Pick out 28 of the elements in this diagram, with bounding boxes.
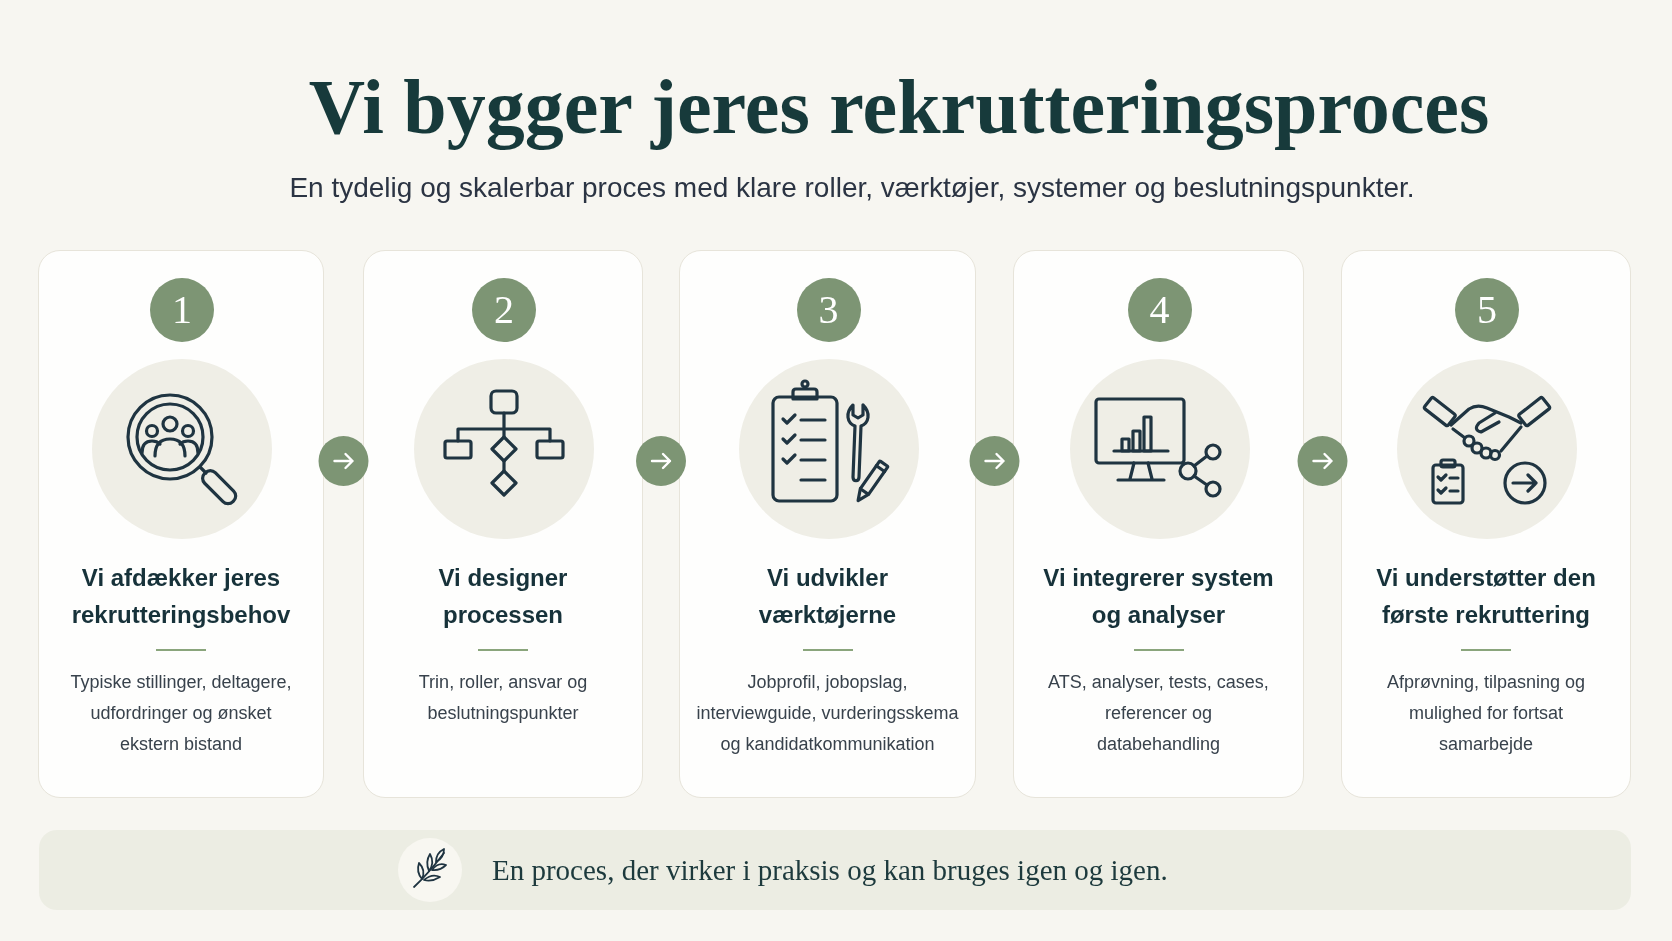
- subtitle: En tydelig og skalerbar proces med klare roller, værktøjer, systemer og beslutningspunkter.: [289, 171, 1415, 205]
- step-description: Trin, roller, ansvar og beslutningspunkter: [418, 671, 588, 725]
- step-description: Typiske stillinger, deltagere, udfordringer og ønsket ekstern bistand: [69, 671, 293, 756]
- arrow: [318, 436, 369, 486]
- step-description: Jobprofil, jobopslag, interviewguide, vurderingsskema og kandidatkommunikation: [695, 671, 960, 756]
- step-number: 4: [1127, 278, 1192, 342]
- step-heading: Vi afdækker jeres rekrutteringsbehov: [71, 563, 291, 630]
- step-heading: Vi designer processen: [438, 563, 568, 630]
- step-number: 1: [150, 278, 214, 342]
- process-card: [38, 250, 324, 798]
- banner-text: En proces, der virker i praksis og kan bruges igen og igen.: [492, 853, 1168, 888]
- process-card: [1013, 250, 1304, 798]
- step-heading: Vi understøtter den første rekruttering: [1375, 563, 1597, 630]
- arrow: [969, 436, 1020, 486]
- title: Vi bygger jeres rekrutteringsproces: [308, 63, 1490, 151]
- arrow: [636, 436, 686, 486]
- arrow: [1297, 436, 1348, 486]
- summary-banner: [39, 830, 1631, 910]
- process-card: [1341, 250, 1631, 798]
- step-heading: Vi integrerer system og analyser: [1042, 563, 1275, 630]
- process-card: [679, 250, 976, 798]
- step-heading: Vi udvikler værktøjerne: [758, 563, 897, 630]
- process-card: [363, 250, 643, 798]
- step-number: 2: [472, 278, 536, 342]
- step-description: ATS, analyser, tests, cases, referencer og databehandling: [1047, 671, 1270, 756]
- step-description: Afprøvning, tilpasning og mulighed for fortsat samarbejde: [1386, 671, 1586, 756]
- step-number: 3: [796, 278, 861, 342]
- step-number: 5: [1455, 278, 1519, 342]
